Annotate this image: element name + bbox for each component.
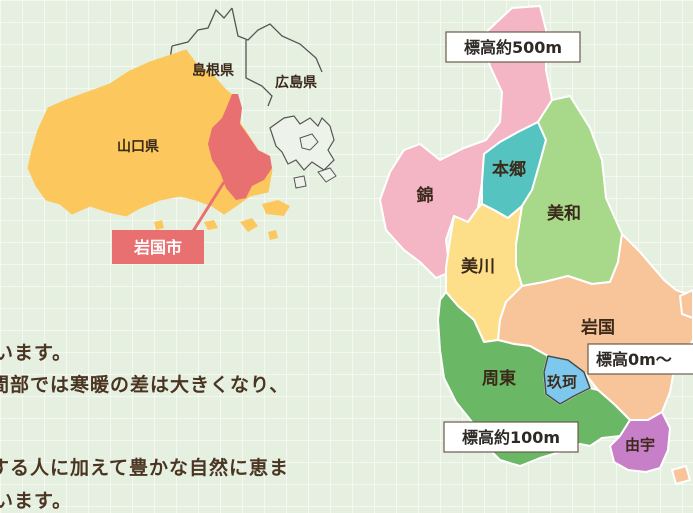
hiroshima-island-outline	[293, 133, 337, 189]
iwakuni-label-box	[112, 230, 204, 264]
body-line-2: 間部では寒暖の差は大きくなり、	[0, 374, 290, 396]
yamaguchi-islands	[154, 200, 290, 240]
elev-500-label: 標高約500m	[464, 38, 562, 57]
district-label-nishiki: 錦	[417, 185, 434, 206]
district-label-miwa: 美和	[547, 203, 581, 224]
elev-500-box	[445, 31, 581, 63]
elev-0-box	[587, 343, 693, 375]
neighbor-outline	[167, 7, 323, 107]
hiroshima-label: 広島県	[275, 74, 317, 91]
elev-100-label: 標高約100m	[462, 428, 560, 447]
district-label-hongo: 本郷	[492, 159, 526, 180]
yamaguchi-label: 山口県	[117, 139, 159, 155]
district-map	[379, 5, 693, 485]
yamaguchi-prefecture	[27, 49, 273, 217]
district-label-yu: 由宇	[625, 436, 655, 454]
map-illustration: 岩国市 島根県 広島県 山口県 錦 本郷 美和 美川 岩国 周東 玖珂 由宇	[27, 5, 693, 485]
district-label-iwakuni: 岩国	[580, 317, 615, 338]
body-line-3: する人に加えて豊かな自然に恵ま	[0, 457, 290, 479]
district-yu	[609, 411, 671, 473]
district-islands	[671, 289, 693, 485]
iwakuni-city-region	[208, 94, 272, 200]
iwakuni-label: 岩国市	[133, 238, 182, 257]
elevation-annotations: 標高約500m 標高0m～ 標高約100m	[443, 31, 693, 453]
elev-0-label: 標高0m～	[596, 350, 672, 369]
shimane-label: 島根県	[192, 62, 234, 79]
elev-100-box	[443, 421, 579, 453]
body-line-1: います。	[0, 342, 73, 364]
prefecture-map: 岩国市 島根県 広島県 山口県	[27, 7, 337, 264]
district-label-mikawa: 美川	[461, 256, 495, 277]
district-label-kuga: 玖珂	[547, 373, 577, 391]
district-kuga	[543, 355, 591, 405]
district-labels: 錦 本郷 美和 美川 岩国 周東 玖珂 由宇	[417, 159, 656, 454]
district-label-shuto: 周東	[482, 368, 516, 389]
iwakuni-leader-line	[188, 181, 226, 237]
